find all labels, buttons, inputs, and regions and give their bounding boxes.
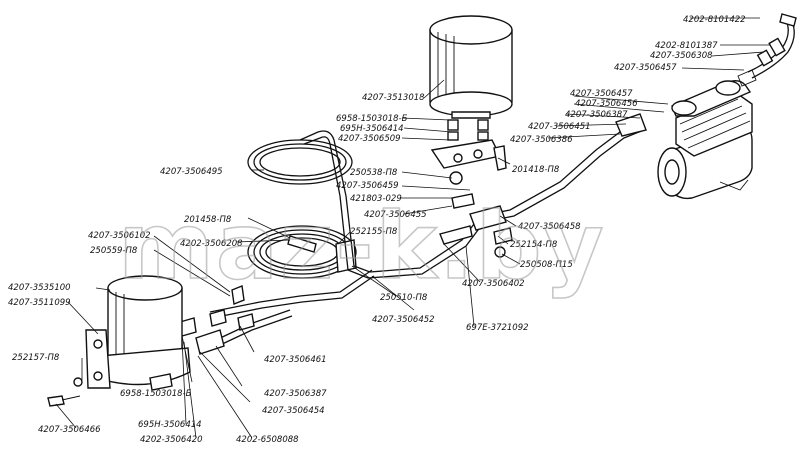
upper-cooling-coil: [247, 130, 353, 197]
part-label: 4202-6508088: [236, 435, 299, 445]
part-label: 697Е-3721092: [466, 323, 529, 333]
part-label: 201418-П8: [512, 165, 560, 175]
part-label: 4207-3506386: [510, 135, 573, 145]
part-label: 4207-3506387: [565, 110, 628, 120]
part-label: 695Н-3506414: [340, 124, 404, 134]
part-label: 250538-П8: [350, 168, 398, 178]
part-label: 4207-3511099: [8, 298, 71, 308]
part-label: 4207-3506495: [160, 167, 223, 177]
air-filter-canister: [429, 15, 513, 171]
part-label: 4207-3513018: [362, 93, 425, 103]
part-label: 252155-П8: [350, 227, 398, 237]
part-label: 4202-3506420: [140, 435, 203, 445]
part-label: 4207-3506454: [262, 406, 325, 416]
part-label: 4207-3535100: [8, 283, 71, 293]
part-label: 4202-8101422: [683, 15, 746, 25]
air-compressor: [657, 69, 757, 200]
part-label: 4207-3506458: [518, 222, 581, 232]
part-label: 250510-П8: [380, 293, 428, 303]
part-label: 695Н-3506414: [138, 420, 202, 430]
air-dryer-canister: [47, 275, 191, 407]
part-label: 4207-3506461: [264, 355, 327, 365]
part-label: 252157-П8: [12, 353, 60, 363]
part-label: 4207-3506509: [338, 134, 401, 144]
part-label: 6958-1503018-Б: [120, 389, 192, 399]
part-label: 4207-3506456: [575, 99, 638, 109]
part-label: 250559-П8: [90, 246, 138, 256]
watermark: maz-k.by: [118, 193, 606, 300]
part-label: 4207-3506451: [528, 122, 591, 132]
part-label: 4207-3506102: [88, 231, 151, 241]
part-label: 4207-3506457: [614, 63, 677, 73]
part-label: 6958-1503018-Б: [336, 114, 408, 124]
part-label: 4207-3506308: [650, 51, 713, 61]
part-label: 250508-П15: [520, 260, 573, 270]
part-label: 421803-029: [350, 194, 402, 204]
lower-cooling-coil: [247, 225, 357, 279]
part-label: 4207-3506466: [38, 425, 101, 435]
leader-lines: [55, 17, 770, 439]
part-label: 4207-3506455: [364, 210, 427, 220]
part-label: 4207-3506387: [264, 389, 327, 399]
main-air-pipes: [179, 113, 647, 355]
part-label: 252154-П8: [510, 240, 558, 250]
part-label: 4207-3506452: [372, 315, 435, 325]
part-label: 4207-3506457: [570, 89, 633, 99]
part-label: 4202-8101387: [655, 41, 718, 51]
part-labels: 4202-8101422 4202-8101387 4207-3506308 4…: [8, 15, 746, 445]
part-label: 4202-3506208: [180, 239, 243, 249]
part-label: 4207-3506402: [462, 279, 525, 289]
compressor-hose: [747, 13, 797, 79]
part-label: 4207-3506459: [336, 181, 399, 191]
part-label: 201458-П8: [184, 215, 232, 225]
